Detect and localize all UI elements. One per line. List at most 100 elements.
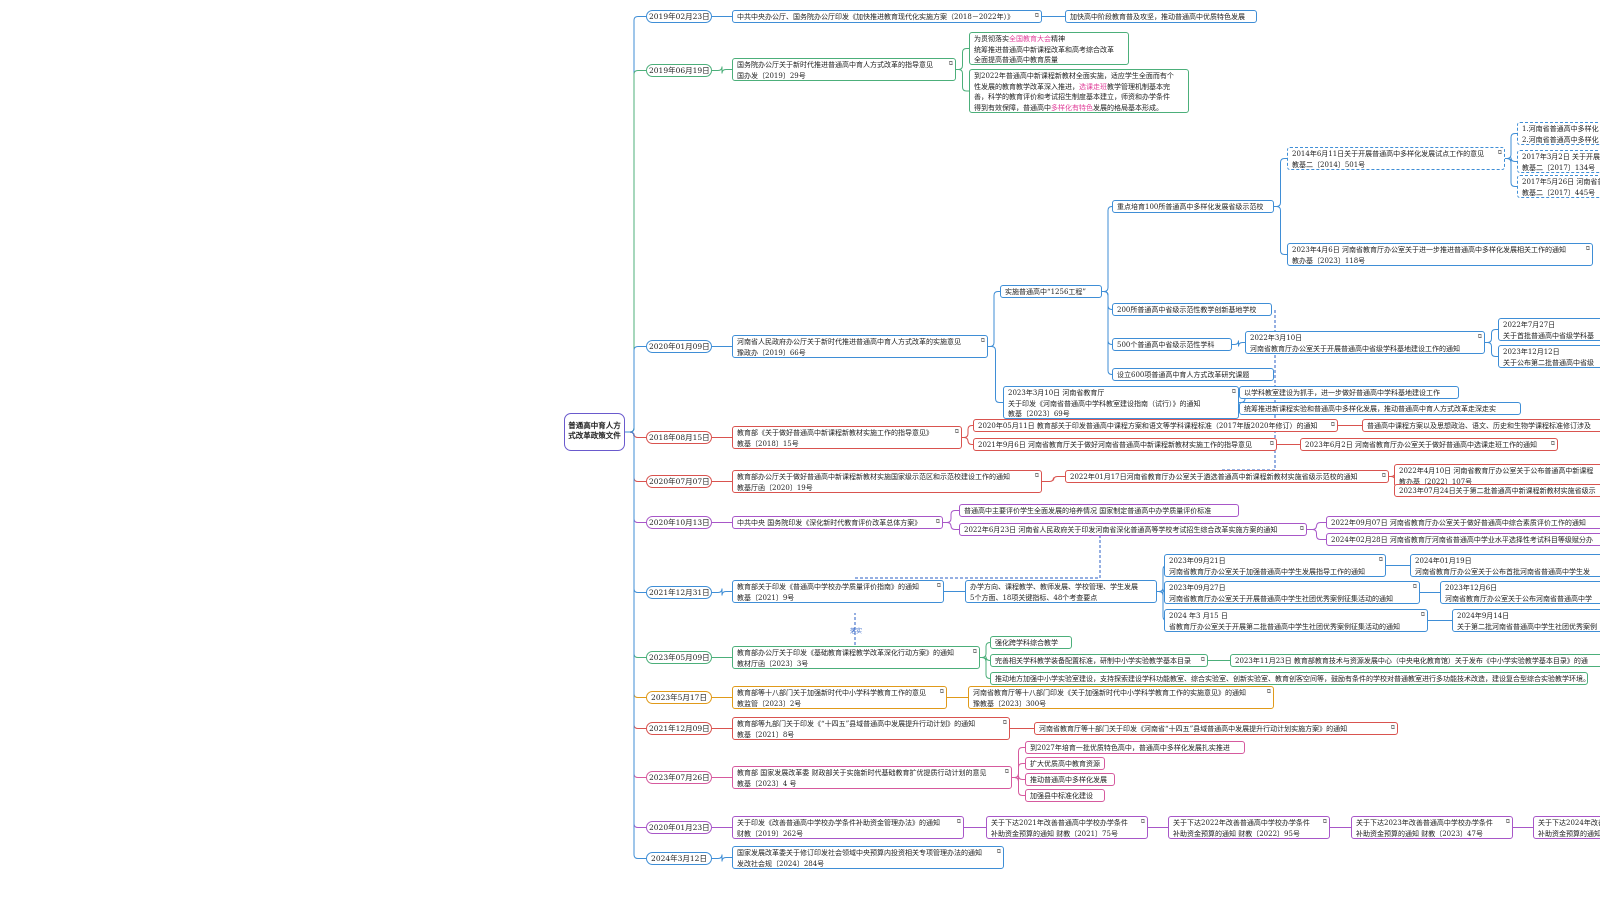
open-link-icon[interactable]: ⧉ bbox=[935, 518, 940, 525]
policy-node-p11b[interactable]: 扩大优质高中教育资源 bbox=[1025, 757, 1105, 770]
policy-node-p2[interactable]: 国务院办公厅关于新时代推进普通高中育人方式改革的指导意见国办发〔2019〕29号… bbox=[732, 58, 956, 81]
policy-node-p4b1[interactable]: 2023年6月2日 河南省教育厅办公室关于做好普通高中选课走班工作的通知⧉ bbox=[1300, 438, 1558, 451]
policy-node-p7c1[interactable]: 2023年12月6日河南省教育厅办公室关于公布河南省普通高中学 bbox=[1440, 581, 1600, 604]
open-link-icon[interactable]: ⧉ bbox=[1420, 611, 1425, 618]
date-node-d11[interactable]: 2023年07月26日 bbox=[646, 771, 712, 784]
policy-node-p3a1[interactable]: 重点培育100所普通高中多样化发展省级示范校 bbox=[1112, 200, 1274, 213]
policy-node-p6a[interactable]: 普通高中主要评价学生全面发展的培养情况 国家制定普通高中办学质量评价标准 bbox=[959, 504, 1239, 517]
policy-node-p3a3x[interactable]: 2022年3月10日河南省教育厅办公室关于开展普通高中省级学科基地建设工作的通知… bbox=[1245, 331, 1485, 354]
date-node-d9[interactable]: 2023年5月17日 bbox=[646, 691, 712, 704]
open-link-icon[interactable]: ⧉ bbox=[956, 818, 961, 825]
policy-node-p10a[interactable]: 河南省教育厅等十部门关于印发《河南省“十四五”县域普通高中发展提升行动计划实施方… bbox=[1034, 722, 1398, 735]
policy-node-p5a[interactable]: 2022年01月17日河南省教育厅办公室关于遴选普通高中新课程新教材实施省级示范… bbox=[1065, 470, 1389, 483]
open-link-icon[interactable]: ⧉ bbox=[1004, 768, 1009, 775]
policy-node-p3a1x3[interactable]: 2017年5月26日 河南省普教基二〔2017〕445号 bbox=[1517, 175, 1600, 198]
policy-node-p3a3x1[interactable]: 2022年7月27日关于首批普通高中省级学科基 bbox=[1498, 318, 1600, 341]
policy-node-p6b[interactable]: 2022年6月23日 河南省人民政府关于印发河南省深化普通高等学校考试招生综合改… bbox=[959, 523, 1307, 536]
open-link-icon[interactable]: ⧉ bbox=[1477, 333, 1482, 340]
policy-node-p11a[interactable]: 到2027年培育一批优质特色高中，普通高中多样化发展扎实推进 bbox=[1025, 741, 1245, 754]
policy-node-p7c[interactable]: 2023年09月27日河南省教育厅办公室关于开展普通高中学生社团优秀案例征集活动… bbox=[1164, 581, 1420, 604]
policy-node-p3a4[interactable]: 设立600项普通高中育人方式改革研究课题 bbox=[1112, 368, 1274, 381]
policy-node-p3a3[interactable]: 500个普通高中省级示范性学科 bbox=[1112, 338, 1232, 351]
policy-node-p8[interactable]: 教育部办公厅关于印发《基础教育课程教学改革深化行动方案》的通知教材厅函〔2023… bbox=[732, 646, 980, 669]
policy-node-p7b1[interactable]: 2024年01月19日河南省教育厅办公室关于公布首批河南省普通高中学生发 bbox=[1410, 554, 1600, 577]
policy-node-p12d[interactable]: 关于下达2024年改善补助资金预算的通知 bbox=[1533, 816, 1600, 839]
policy-node-p11c[interactable]: 推动普通高中多样化发展 bbox=[1025, 773, 1115, 786]
policy-node-p6[interactable]: 中共中央 国务院印发《深化新时代教育评价改革总体方案》⧉ bbox=[732, 516, 943, 529]
open-link-icon[interactable]: ⧉ bbox=[980, 337, 985, 344]
policy-node-p3[interactable]: 河南省人民政府办公厅关于新时代推进普通高中育人方式改革的实施意见豫政办〔2019… bbox=[732, 335, 988, 358]
open-link-icon[interactable]: ⧉ bbox=[1140, 818, 1145, 825]
open-link-icon[interactable]: ⧉ bbox=[1330, 421, 1335, 428]
policy-node-p4a[interactable]: 2020年05月11日 教育部关于印发普通高中课程方案和语文等学科课程标准（20… bbox=[973, 419, 1338, 432]
policy-node-p3a1x[interactable]: 2014年6月11日关于开展普通高中多样化发展试点工作的意见教基二〔2014〕5… bbox=[1287, 147, 1505, 170]
policy-node-p6b2[interactable]: 2024年02月28日 河南省教育厅河南省普通高中学业水平选择性考试科目等级赋分… bbox=[1326, 533, 1600, 546]
policy-node-p11[interactable]: 教育部 国家发展改革委 财政部关于实施新时代基础教育扩优提质行动计划的意见教基〔… bbox=[732, 766, 1012, 789]
policy-node-p12[interactable]: 关于印发《改善普通高中学校办学条件补助资金管理办法》的通知财教〔2019〕262… bbox=[732, 816, 964, 839]
policy-node-p2b[interactable]: 到2022年普通高中新课程新教材全面实施，适应学生全面而有个性发展的教育教学改革… bbox=[969, 69, 1189, 113]
open-link-icon[interactable]: ⧉ bbox=[1266, 688, 1271, 695]
policy-node-p5a2[interactable]: 2023年07月24日关于第二批普通高中新课程新教材实施省级示 bbox=[1394, 484, 1600, 497]
policy-node-p12c[interactable]: 关于下达2023年改善普通高中学校办学条件补助资金预算的通知 财教〔2023〕4… bbox=[1351, 816, 1513, 839]
date-node-d8[interactable]: 2023年05月09日 bbox=[646, 651, 712, 664]
date-node-d7[interactable]: 2021年12月31日 bbox=[646, 586, 712, 599]
open-link-icon[interactable]: ⧉ bbox=[1381, 472, 1386, 479]
policy-node-p5[interactable]: 教育部办公厅关于做好普通高中新课程新教材实施国家级示范区和示范校建设工作的通知教… bbox=[732, 470, 1042, 493]
open-link-icon[interactable]: ⧉ bbox=[948, 60, 953, 67]
date-node-d4[interactable]: 2018年08月15日 bbox=[646, 431, 712, 444]
policy-node-p7d1[interactable]: 2024年9月14日关于第二批河南省普通高中学生社团优秀案例 bbox=[1452, 609, 1600, 632]
policy-node-p3a3x2[interactable]: 2023年12月12日关于公布第二批普通高中省级 bbox=[1498, 345, 1600, 368]
policy-node-p4[interactable]: 教育部《关于做好普通高中新课程新教材实施工作的指导意见》教基〔2018〕15号⧉ bbox=[732, 426, 962, 449]
open-link-icon[interactable]: ⧉ bbox=[1299, 525, 1304, 532]
policy-node-p11d[interactable]: 加强县中标准化建设 bbox=[1025, 789, 1105, 802]
open-link-icon[interactable]: ⧉ bbox=[1200, 656, 1205, 663]
open-link-icon[interactable]: ⧉ bbox=[1034, 12, 1039, 19]
policy-node-p7[interactable]: 教育部关于印发《普通高中学校办学质量评价指南》的通知教基〔2021〕9号⧉ bbox=[732, 580, 944, 603]
date-node-d6[interactable]: 2020年10月13日 bbox=[646, 516, 712, 529]
date-node-d13[interactable]: 2024年3月12日 bbox=[646, 852, 712, 865]
root-node[interactable]: 普通高中育人方式改革政策文件 bbox=[564, 413, 625, 451]
date-node-d3[interactable]: 2020年01月09日 bbox=[646, 340, 712, 353]
policy-node-p10[interactable]: 教育部等九部门关于印发《“十四五”县域普通高中发展提升行动计划》的通知教基〔20… bbox=[732, 717, 1010, 740]
open-link-icon[interactable]: ⧉ bbox=[1550, 440, 1555, 447]
policy-node-p7b[interactable]: 2023年09月21日河南省教育厅办公室关于加强普通高中学生发展指导工作的通知⧉ bbox=[1164, 554, 1386, 577]
policy-node-p3b1[interactable]: 以学科教室建设为抓手，进一步做好普通高中学科基地建设工作 bbox=[1239, 386, 1459, 399]
open-link-icon[interactable]: ⧉ bbox=[936, 582, 941, 589]
policy-node-p1[interactable]: 中共中央办公厅、国务院办公厅印发《加快推进教育现代化实施方案（2018－2022… bbox=[732, 10, 1042, 23]
date-node-d10[interactable]: 2021年12月09日 bbox=[646, 722, 712, 735]
open-link-icon[interactable]: ⧉ bbox=[1269, 440, 1274, 447]
policy-node-p2a[interactable]: 为贯彻落实全国教育大会精神统筹推进普通高中新课程改革和高考综合改革全面提高普通高… bbox=[969, 32, 1129, 65]
policy-node-p8c[interactable]: 推动地方加强中小学实验室建设，支持探索建设学科功能教室、综合实验室、创新实验室、… bbox=[990, 672, 1588, 685]
policy-node-p13[interactable]: 国家发展改革委关于修订印发社会领域中央预算内投资相关专项管理办法的通知发改社会规… bbox=[732, 846, 1004, 869]
open-link-icon[interactable]: ⧉ bbox=[1505, 818, 1510, 825]
open-link-icon[interactable]: ⧉ bbox=[972, 648, 977, 655]
open-link-icon[interactable]: ⧉ bbox=[1412, 583, 1417, 590]
policy-node-p3a1x2[interactable]: 2017年3月2日 关于开展教基二〔2017〕134号 bbox=[1517, 150, 1600, 173]
open-link-icon[interactable]: ⧉ bbox=[1322, 818, 1327, 825]
policy-node-p1a[interactable]: 加快高中阶段教育普及攻坚，推动普通高中优质特色发展 bbox=[1065, 10, 1257, 23]
policy-node-p9[interactable]: 教育部等十八部门关于加强新时代中小学科学教育工作的意见教监管〔2023〕2号⧉ bbox=[732, 686, 947, 709]
date-node-d5[interactable]: 2020年07月07日 bbox=[646, 475, 712, 488]
open-link-icon[interactable]: ⧉ bbox=[1378, 556, 1383, 563]
policy-node-p6b1[interactable]: 2022年09月07日 河南省教育厅办公室关于做好普通高中综合素质评价工作的通知 bbox=[1326, 516, 1600, 529]
policy-node-p8b1[interactable]: 2023年11月23日 教育部教育技术与资源发展中心（中央电化教育馆）关于发布《… bbox=[1230, 654, 1600, 667]
open-link-icon[interactable]: ⧉ bbox=[954, 428, 959, 435]
policy-node-p8b[interactable]: 完善相关学科教学装备配置标准，研制中小学实验教学基本目录⧉ bbox=[990, 654, 1208, 667]
policy-node-p3a[interactable]: 实施普通高中“1256工程” bbox=[1000, 285, 1102, 298]
policy-node-p3b[interactable]: 2023年3月10日 河南省教育厅关于印发《河南省普通高中学科教室建设指南（试行… bbox=[1003, 386, 1239, 419]
policy-node-p3a2[interactable]: 200所普通高中省级示范性教学创新基地学校 bbox=[1112, 303, 1272, 316]
policy-node-p12a[interactable]: 关于下达2021年改善普通高中学校办学条件补助资金预算的通知 财教〔2021〕7… bbox=[986, 816, 1148, 839]
policy-node-p7d[interactable]: 2024 年3 月15 日省教育厅办公室关于开展第二批普通高中学生社团优秀案例征… bbox=[1164, 609, 1428, 632]
open-link-icon[interactable]: ⧉ bbox=[1034, 472, 1039, 479]
open-link-icon[interactable]: ⧉ bbox=[1497, 149, 1502, 156]
open-link-icon[interactable]: ⧉ bbox=[1585, 245, 1590, 252]
policy-node-p3b2[interactable]: 统筹推进新课程实验和普通高中多样化发展，推动普通高中育人方式改革走深走实 bbox=[1239, 402, 1521, 415]
policy-node-p12b[interactable]: 关于下达2022年改善普通高中学校办学条件补助资金预算的通知 财教〔2022〕9… bbox=[1168, 816, 1330, 839]
policy-node-p8a[interactable]: 强化跨学科综合教学 bbox=[990, 636, 1072, 649]
policy-node-p9a[interactable]: 河南省教育厅等十八部门印发《关于加强新时代中小学科学教育工作的实施意见》的通知豫… bbox=[968, 686, 1274, 709]
open-link-icon[interactable]: ⧉ bbox=[1390, 724, 1395, 731]
policy-node-p3a1y[interactable]: 2023年4月6日 河南省教育厅办公室关于进一步推进普通高中多样化发展相关工作的… bbox=[1287, 243, 1593, 266]
policy-node-p4a1[interactable]: 普通高中课程方案以及思想政治、语文、历史和生物学课程标准修订涉及 bbox=[1362, 419, 1600, 432]
